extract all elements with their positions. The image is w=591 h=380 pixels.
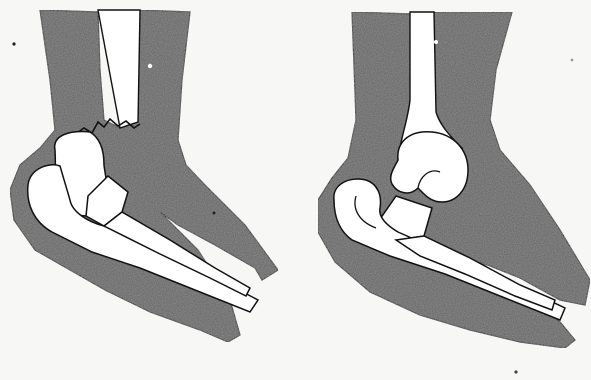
right-speck <box>571 59 574 62</box>
right-elbow-panel <box>318 12 590 374</box>
left-humerus <box>98 10 140 128</box>
right-speck <box>434 40 438 44</box>
left-elbow-panel <box>10 10 278 342</box>
right-condyle <box>391 132 468 202</box>
left-speck <box>213 212 216 215</box>
left-speck <box>12 42 15 45</box>
left-speck <box>148 64 152 68</box>
right-speck <box>514 370 517 373</box>
